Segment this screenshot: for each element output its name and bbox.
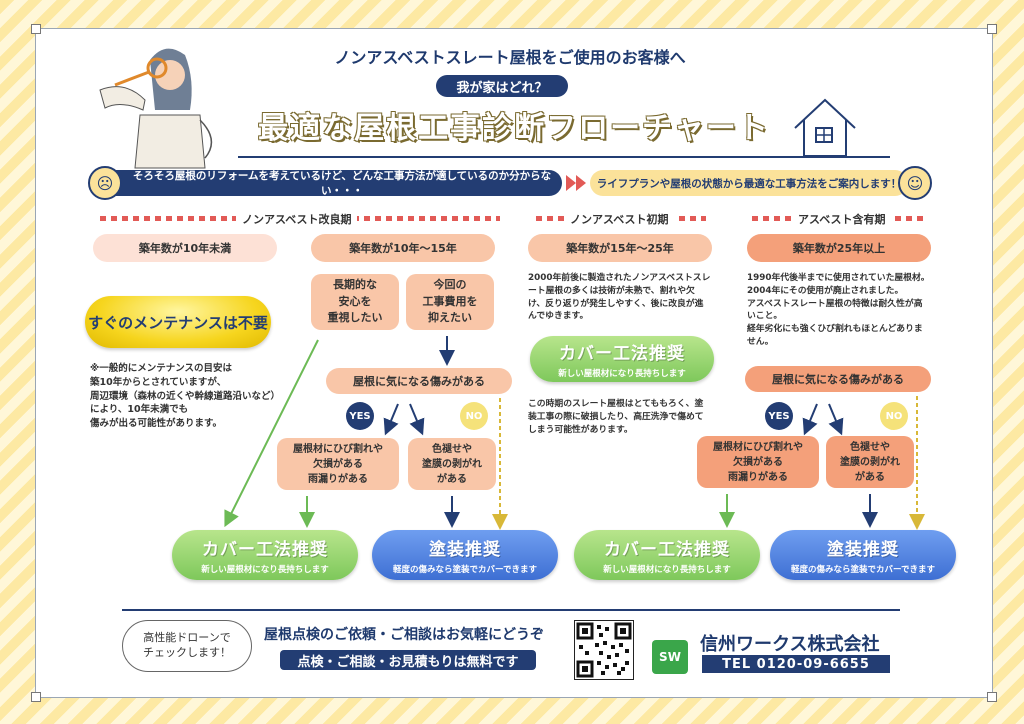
paint-label: 塗装推奨 — [429, 540, 501, 560]
footer-divider — [122, 609, 900, 611]
no-badge: NO — [460, 402, 488, 430]
which-is-my-house-label: 我が家はどれ？ — [436, 75, 568, 97]
house-baseline — [800, 156, 890, 158]
cover-label: カバー工法推奨 — [202, 540, 328, 560]
section-non-asbestos-improved: ノンアスベスト改良期 — [236, 211, 358, 227]
company-logo: SW — [652, 640, 688, 674]
damage-fading-left[interactable]: 色褪せや 塗膜の剥がれ がある — [408, 438, 496, 490]
asbestos-note: 1990年代後半までに使用されていた屋根材。 2004年にその使用が廃止されまし… — [747, 273, 930, 347]
section-asbestos: アスベスト含有期 — [792, 211, 892, 227]
page-title: 最適な屋根工事診断フローチャート — [258, 111, 770, 146]
no-maintenance-button[interactable]: すぐのメンテナンスは不要 — [85, 296, 271, 348]
cover-sub: 新しい屋根材になり長持ちします — [201, 565, 329, 575]
resize-handle[interactable] — [31, 692, 41, 702]
phone-number[interactable]: TEL 0120-09-6655 — [702, 655, 890, 673]
qr-code-icon[interactable] — [574, 620, 634, 680]
drone-speech-bubble: 高性能ドローンで チェックします！ — [122, 620, 252, 672]
damage-cracks-left[interactable]: 屋根材にひび割れや 欠損がある 雨漏りがある — [277, 438, 399, 490]
age-10-15[interactable]: 築年数が10年〜15年 — [311, 234, 495, 262]
free-estimate-label: 点検・ご相談・お見積もりは無料です — [280, 650, 536, 670]
cover-sub: 新しい屋根材になり長持ちします — [603, 565, 731, 575]
cover-sub: 新しい屋根材になり長持ちします — [558, 369, 686, 379]
cover-recommend-early[interactable]: カバー工法推奨 新しい屋根材になり長持ちします — [530, 336, 714, 382]
yes-badge: YES — [765, 402, 793, 430]
title-underline — [238, 156, 808, 158]
paint-sub: 軽度の傷みなら塗装でカバーできます — [393, 565, 537, 575]
choice-cost[interactable]: 今回の 工事費用を 抑えたい — [406, 274, 494, 330]
paint-recommend-button-2[interactable]: 塗装推奨 軽度の傷みなら塗装でカバーできます — [770, 530, 956, 580]
inquiry-text: 屋根点検のご依頼・ご相談はお気軽にどうぞ — [264, 627, 544, 643]
cover-label: カバー工法推奨 — [559, 344, 685, 364]
paint-sub: 軽度の傷みなら塗装でカバーできます — [791, 565, 935, 575]
company-name: 信州ワークス株式会社 — [700, 634, 880, 655]
resize-handle[interactable] — [987, 692, 997, 702]
cover-recommend-button-1[interactable]: カバー工法推奨 新しい屋根材になり長持ちします — [172, 530, 358, 580]
resize-handle[interactable] — [987, 24, 997, 34]
cover-recommend-button-2[interactable]: カバー工法推奨 新しい屋根材になり長持ちします — [574, 530, 760, 580]
worry-banner: そろそろ屋根のリフォームを考えているけど、どんな工事方法が適しているのか分からな… — [92, 170, 562, 197]
age-over-25[interactable]: 築年数が25年以上 — [747, 234, 931, 262]
cover-label: カバー工法推奨 — [604, 540, 730, 560]
choice-longterm[interactable]: 長期的な 安心を 重視したい — [311, 274, 399, 330]
no-badge: NO — [880, 402, 908, 430]
guide-banner: ライフプランや屋根の状態から最適な工事方法をご案内します！ — [590, 170, 908, 196]
damage-question-right[interactable]: 屋根に気になる傷みがある — [745, 366, 931, 392]
under10-note: ※一般的にメンテナンスの目安は 築10年からとされていますが、 周辺環境（森林の… — [90, 363, 281, 430]
paint-recommend-button-1[interactable]: 塗装推奨 軽度の傷みなら塗装でカバーできます — [372, 530, 558, 580]
double-arrow-icon — [566, 175, 586, 191]
person-magnifier-illustration — [99, 48, 213, 169]
resize-handle[interactable] — [31, 24, 41, 34]
yes-badge: YES — [346, 402, 374, 430]
header-subtitle: ノンアスベストスレート屋根をご使用のお客様へ — [334, 48, 686, 67]
damage-cracks-right[interactable]: 屋根材にひび割れや 欠損がある 雨漏りがある — [697, 436, 819, 488]
age-15-25[interactable]: 築年数が15年〜25年 — [528, 234, 712, 262]
early-note-top: 2000年前後に製造されたノンアスベストスレ ート屋根の多くは技術が未熟で、割れ… — [528, 273, 711, 322]
smile-thumbs-up-icon: ☺ — [898, 166, 932, 200]
worried-face-icon: ☹ — [88, 166, 122, 200]
age-under-10[interactable]: 築年数が10年未満 — [93, 234, 277, 262]
early-note-bottom: この時期のスレート屋根はとてももろく、塗 装工事の際に破損したり、高圧洗浄で傷め… — [528, 399, 704, 435]
paint-label: 塗装推奨 — [827, 540, 899, 560]
section-non-asbestos-early: ノンアスベスト初期 — [564, 211, 675, 227]
damage-question-left[interactable]: 屋根に気になる傷みがある — [326, 368, 512, 394]
damage-fading-right[interactable]: 色褪せや 塗膜の剥がれ がある — [826, 436, 914, 488]
